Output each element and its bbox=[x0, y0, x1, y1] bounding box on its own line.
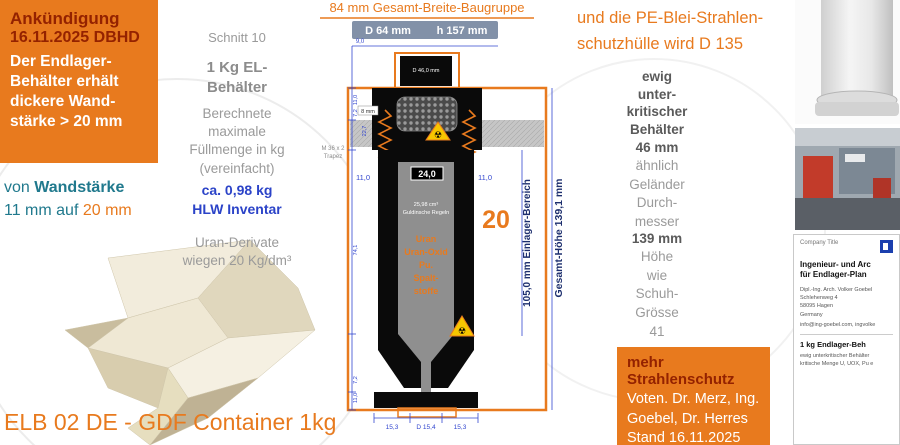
cavity bbox=[398, 162, 454, 334]
wall-thickness-note: von Wandstärke 11 mm auf 20 mm bbox=[4, 176, 164, 222]
overall-width-label: 84 mm Gesamt-Breite-Baugruppe bbox=[329, 0, 524, 15]
firm-name-line1: Ingenieur- und Arc bbox=[800, 260, 871, 269]
wall-note-prefix: von bbox=[4, 179, 35, 196]
hlw-inventory-label: ca. 0,98 kg HLW Inventar bbox=[192, 182, 282, 217]
workshop-photo-image bbox=[795, 128, 900, 230]
height-label: h 157 mm bbox=[437, 25, 488, 37]
radiation-triangle-upper bbox=[425, 121, 451, 141]
content-line: Uran-Oxid bbox=[404, 247, 448, 257]
product-description: ewig unterkritischer Behälter kritische … bbox=[800, 352, 874, 368]
dim-11-right: 11,0 bbox=[478, 173, 492, 182]
wall-note-line2: 11 mm auf bbox=[4, 202, 83, 220]
left-dim: 7,2 bbox=[353, 376, 359, 384]
announcement-title: Ankündigung bbox=[10, 9, 120, 28]
bottom-dim: 15,3 bbox=[386, 424, 399, 431]
company-title-label: Company Title bbox=[800, 240, 839, 246]
wall-note-line2-value: 20 mm bbox=[82, 202, 132, 220]
paper-3d-model bbox=[64, 239, 316, 445]
radiation-triangle-lower bbox=[449, 315, 475, 337]
container-technical-drawing: 84 mm Gesamt-Breite-Baugruppe D 64 mm h … bbox=[320, 0, 565, 431]
dim-d46-label: D 46,0 mm bbox=[413, 68, 440, 74]
subcritical-label: ewig unter- kritischer Behälter bbox=[626, 69, 688, 137]
volume-rule: Guldinsche Regeln bbox=[403, 210, 449, 216]
company-logo bbox=[880, 240, 893, 253]
left-dim: 11,0 bbox=[353, 95, 359, 105]
firm-email: info@ing-goebel.com, ingvolke bbox=[800, 321, 876, 328]
container-label: 1 Kg EL- Behälter bbox=[206, 59, 268, 96]
note-body: Voten. Dr. Merz, Ing. Goebel, Dr. Herres… bbox=[627, 391, 760, 445]
left-dim: 7,2 bbox=[353, 109, 359, 117]
radiation-icon: ☢ bbox=[434, 130, 442, 140]
wall-thickness-callout: 20 bbox=[482, 206, 510, 234]
dim-46mm-label: 46 mm bbox=[635, 140, 679, 155]
dim-9-label: 9,0 bbox=[356, 39, 365, 45]
card-divider bbox=[800, 333, 893, 335]
container-render-image bbox=[795, 0, 900, 124]
wall-note-bold: Wandstärke bbox=[34, 179, 125, 196]
pe-shield-headline: und die PE-Blei-Strahlen- schutzhülle wi… bbox=[577, 9, 764, 53]
einlager-bereich-label: 105,0 mm Einlager-Bereich bbox=[522, 179, 533, 307]
dim-46mm-desc: ähnlich Geländer Durch- messer bbox=[629, 158, 685, 229]
left-dim: 74,1 bbox=[353, 245, 359, 256]
announcement-body: Der Endlager- Behälter erhält dickere Wa… bbox=[10, 53, 123, 130]
neck-steel bbox=[400, 56, 452, 86]
shield-hex-insert bbox=[396, 96, 458, 132]
letterhead-document-preview: Company Title Ingenieur- und Arc für End… bbox=[793, 234, 900, 445]
content-line: stoffe bbox=[414, 286, 439, 296]
content-line: Pu. bbox=[419, 260, 433, 270]
section-label: Schnitt 10 bbox=[208, 30, 266, 45]
base-plate bbox=[374, 392, 478, 408]
uranium-density-label: Uran-Derivate wiegen 20 Kg/dm³ bbox=[182, 235, 292, 269]
fill-amount-label: Berechnete maximale Füllmenge in kg (ver… bbox=[189, 106, 285, 176]
cavity-funnel bbox=[398, 334, 454, 362]
base-step-outline bbox=[397, 407, 457, 418]
firm-name-line2: für Endlager-Plan bbox=[800, 270, 867, 280]
radiation-icon: ☢ bbox=[458, 326, 466, 336]
dim-8mm-label: 8 mm bbox=[361, 109, 375, 115]
dim-227-label: 22,7 bbox=[362, 126, 368, 137]
dim-11-left: 11,0 bbox=[356, 173, 370, 182]
content-line: Spalt- bbox=[413, 273, 438, 283]
announcement-date: 16.11.2025 DBHD bbox=[10, 29, 140, 47]
dim-139mm-label: 139 mm bbox=[631, 231, 683, 246]
dim-strip-bg bbox=[352, 21, 498, 39]
product-title: 1 kg Endlager-Beh bbox=[800, 339, 866, 349]
announcement-box: Ankündigung 16.11.2025 DBHD Der Endlager… bbox=[0, 0, 158, 163]
firm-address: Dipl.-Ing. Arch. Volker Goebel Schlehenw… bbox=[800, 286, 873, 318]
dim-24-box bbox=[410, 166, 444, 181]
bottom-dim: D 15,4 bbox=[416, 424, 436, 431]
page-title: ELB 02 DE - GDF Container 1kg bbox=[4, 409, 337, 435]
note-title: mehr Strahlenschutz bbox=[627, 354, 735, 388]
thread-spec-line2: Trapez bbox=[324, 154, 342, 160]
bottom-dim: 15,3 bbox=[454, 424, 467, 431]
content-line: Uran bbox=[416, 234, 437, 244]
gesamt-hoehe-label: Gesamt-Höhe 139,1 mm bbox=[553, 178, 565, 297]
cavity-drain bbox=[421, 362, 431, 392]
volume-value: 25,98 cm³ bbox=[414, 202, 439, 208]
diameter-label: D 64 mm bbox=[365, 25, 411, 37]
dim-24-label: 24,0 bbox=[418, 169, 436, 179]
dim-139mm-desc: Höhe wie Schuh- Grösse 41 bbox=[635, 249, 679, 339]
left-dim: 11,0 bbox=[353, 393, 359, 403]
radiation-protection-note: mehr Strahlenschutz Voten. Dr. Merz, Ing… bbox=[617, 347, 770, 445]
thread-spec-line1: M 36 x 2 bbox=[321, 146, 345, 152]
dim-8mm-box bbox=[357, 105, 379, 116]
